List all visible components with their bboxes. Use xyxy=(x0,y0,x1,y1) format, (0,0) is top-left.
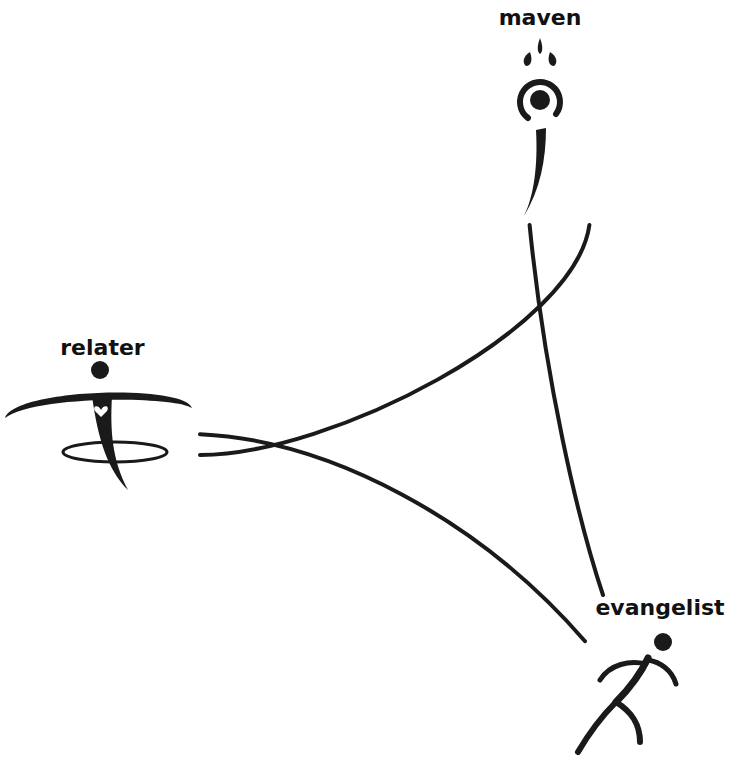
role-figure: relater xyxy=(5,335,200,495)
role-figure: maven xyxy=(475,5,605,225)
connector-line xyxy=(530,225,603,595)
maven-figure xyxy=(520,38,560,216)
role-label: maven xyxy=(475,5,605,31)
evangelist-figure xyxy=(578,633,676,752)
connector-line xyxy=(200,225,589,455)
relater-figure xyxy=(5,361,192,490)
role-figure: evangelist xyxy=(585,595,735,760)
role-label: relater xyxy=(5,335,200,361)
connector-line xyxy=(200,434,585,641)
role-label: evangelist xyxy=(585,595,735,621)
